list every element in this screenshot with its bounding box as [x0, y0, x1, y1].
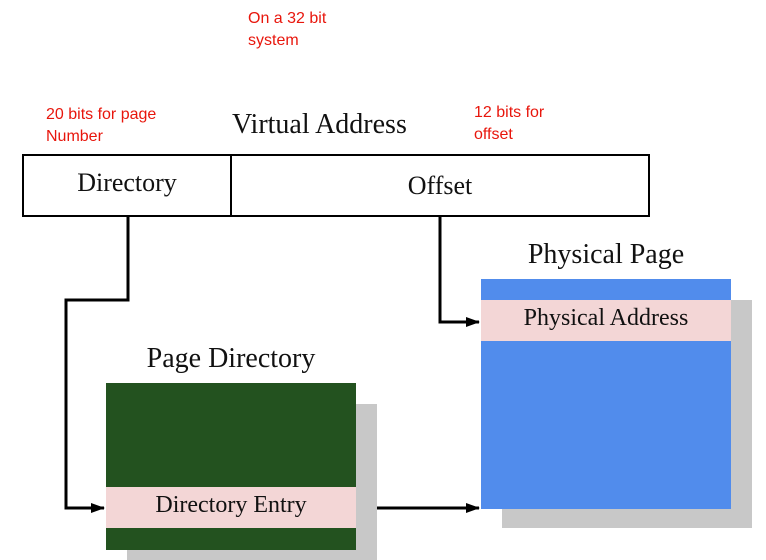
physical-address-label: Physical Address	[523, 305, 689, 331]
offset-bits-note: 12 bits for offset	[474, 102, 544, 146]
system-note-line2: system	[248, 32, 299, 49]
page-bits-note: 20 bits for page Number	[46, 104, 156, 148]
offset-bits-note-line2: offset	[474, 126, 513, 143]
system-note: On a 32 bit system	[248, 8, 326, 52]
directory-field-label: Directory	[77, 168, 177, 197]
physical-page-title: Physical Page	[527, 239, 685, 270]
directory-entry-band	[106, 487, 356, 528]
page-bits-note-line2: Number	[46, 128, 103, 145]
virtual-address-title: Virtual Address	[232, 109, 407, 140]
page-directory-title: Page Directory	[146, 343, 316, 374]
physical-address-band	[481, 300, 731, 341]
directory-to-entry-arrow	[64, 216, 130, 513]
system-note-line1: On a 32 bit	[248, 10, 327, 27]
virtual-address-box	[22, 154, 650, 217]
offset-to-address-arrow	[438, 216, 480, 327]
directory-entry-label: Directory Entry	[155, 492, 307, 518]
offset-bits-note-line1: 12 bits for	[474, 104, 545, 121]
page-bits-note-line1: 20 bits for page	[46, 106, 157, 123]
offset-field-label: Offset	[407, 171, 473, 200]
